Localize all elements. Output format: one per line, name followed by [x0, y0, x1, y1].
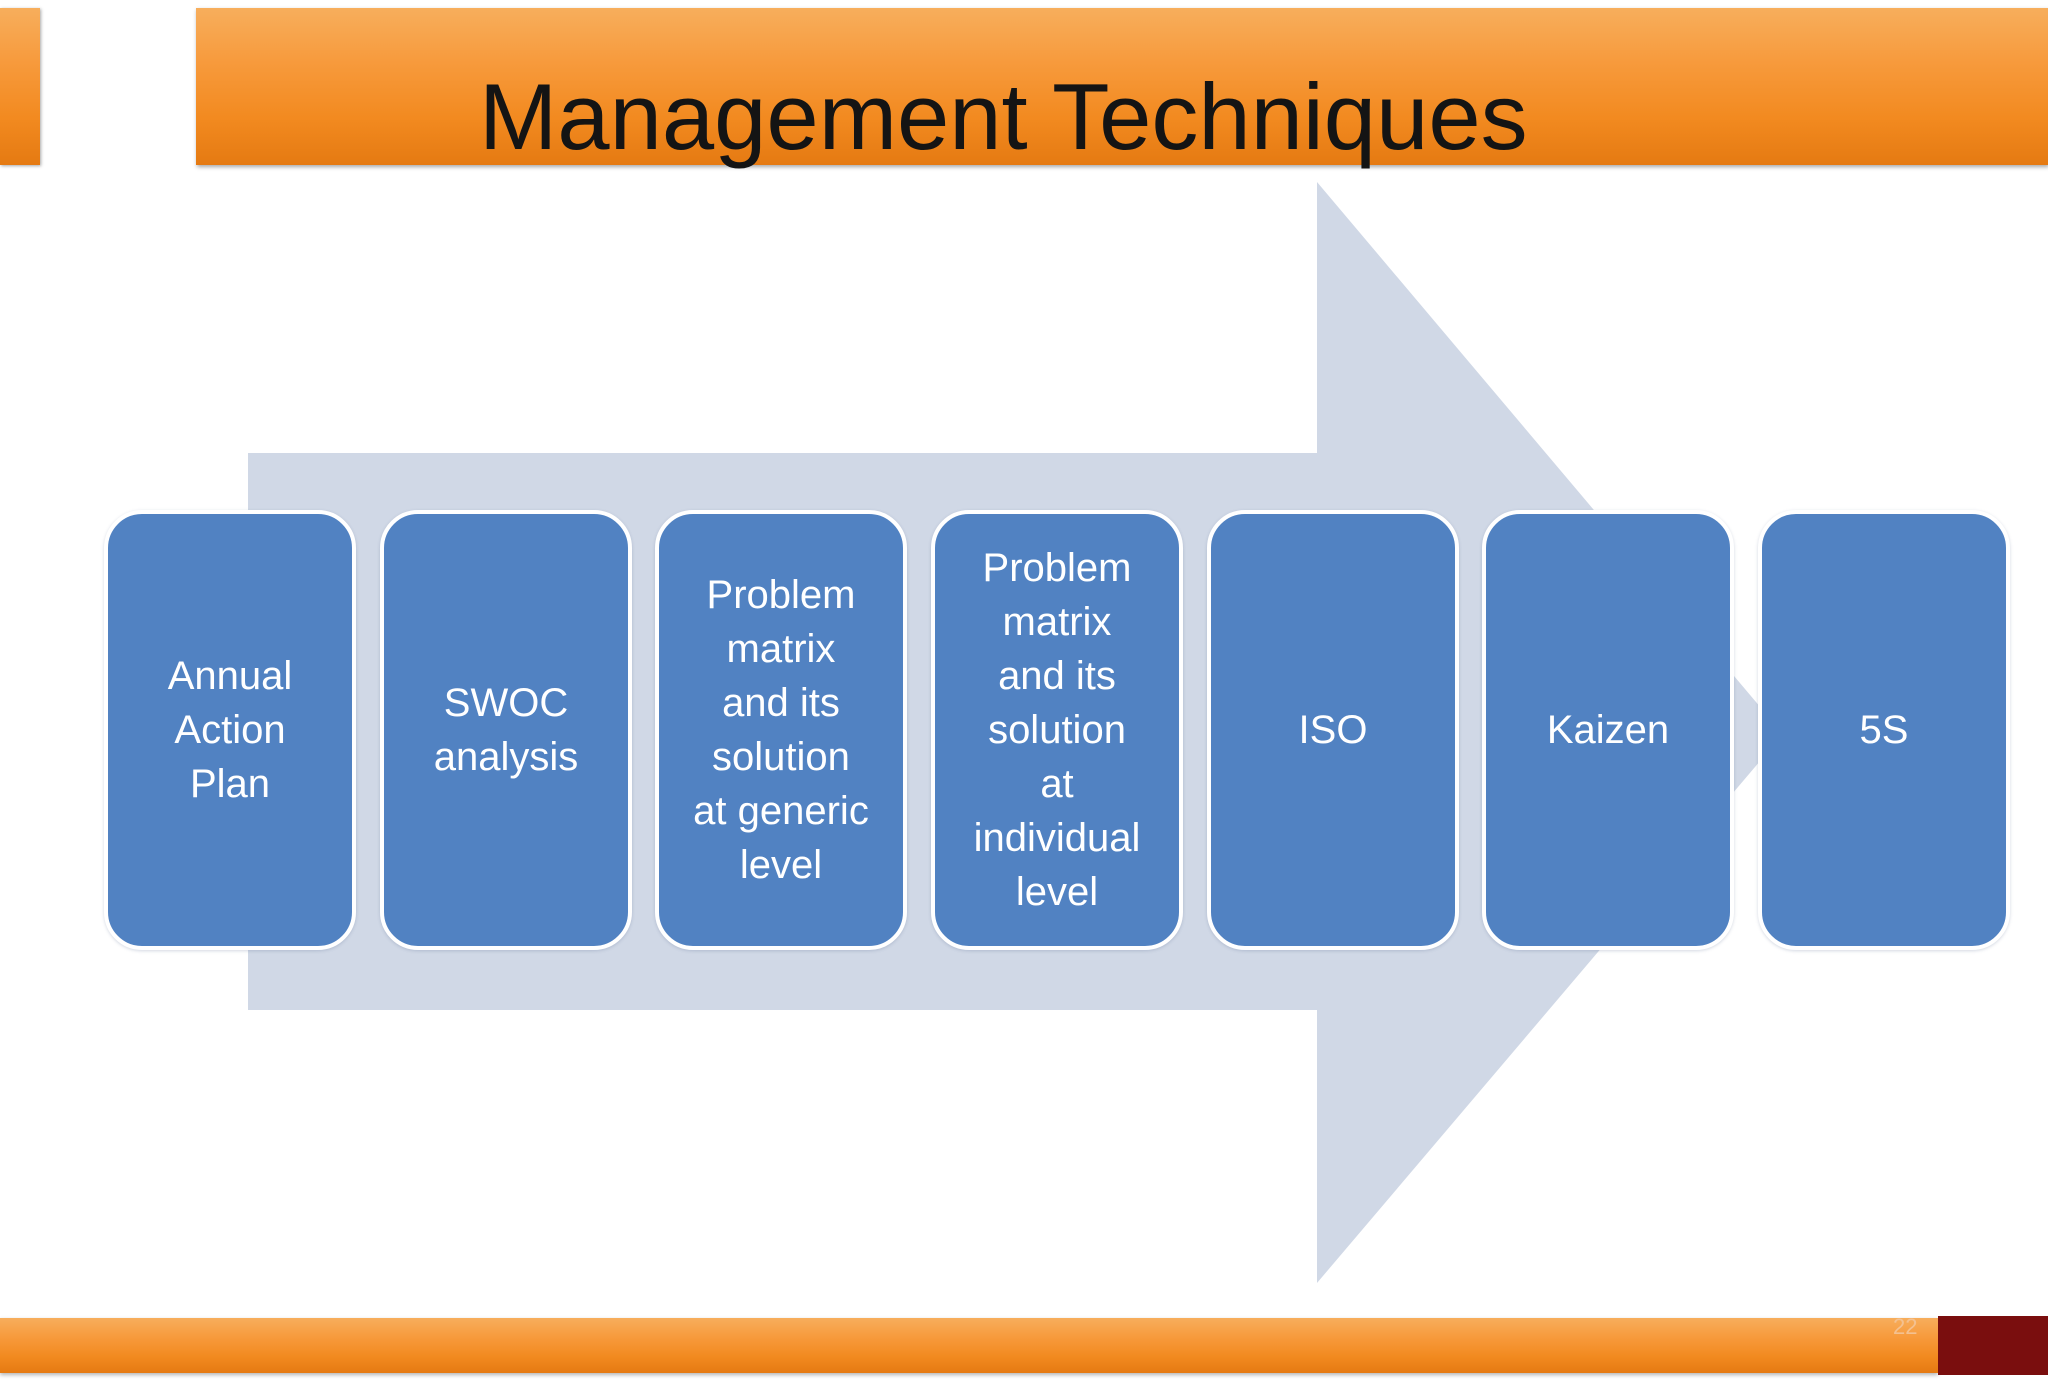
step-5s: 5S [1758, 510, 2010, 950]
step-iso: ISO [1207, 510, 1459, 950]
step-label: 5S [1859, 708, 1909, 752]
step-swoc-analysis: SWOC analysis [380, 510, 632, 950]
step-problem-matrix-generic: Problem matrix and its solution at gener… [655, 510, 907, 950]
step-problem-matrix-individual: Problem matrix and its solution at indiv… [931, 510, 1183, 950]
title-banner: Management Techniques [196, 8, 2048, 165]
step-label: SWOC analysis [433, 681, 579, 779]
slide-title: Management Techniques [479, 64, 1528, 169]
step-label: Annual Action Plan [167, 654, 293, 806]
step-annual-action-plan: Annual Action Plan [104, 510, 356, 950]
left-accent-tab [0, 8, 40, 165]
step-label: Kaizen [1546, 708, 1670, 752]
slide-number: 22 [1893, 1314, 1918, 1339]
step-label: Problem matrix and its solution at indiv… [973, 546, 1141, 914]
step-label: Problem matrix and its solution at gener… [693, 573, 869, 887]
footer-dark-block [1938, 1316, 2048, 1375]
step-kaizen: Kaizen [1482, 510, 1734, 950]
footer-bar [0, 1318, 1938, 1373]
step-label: ISO [1298, 708, 1368, 752]
